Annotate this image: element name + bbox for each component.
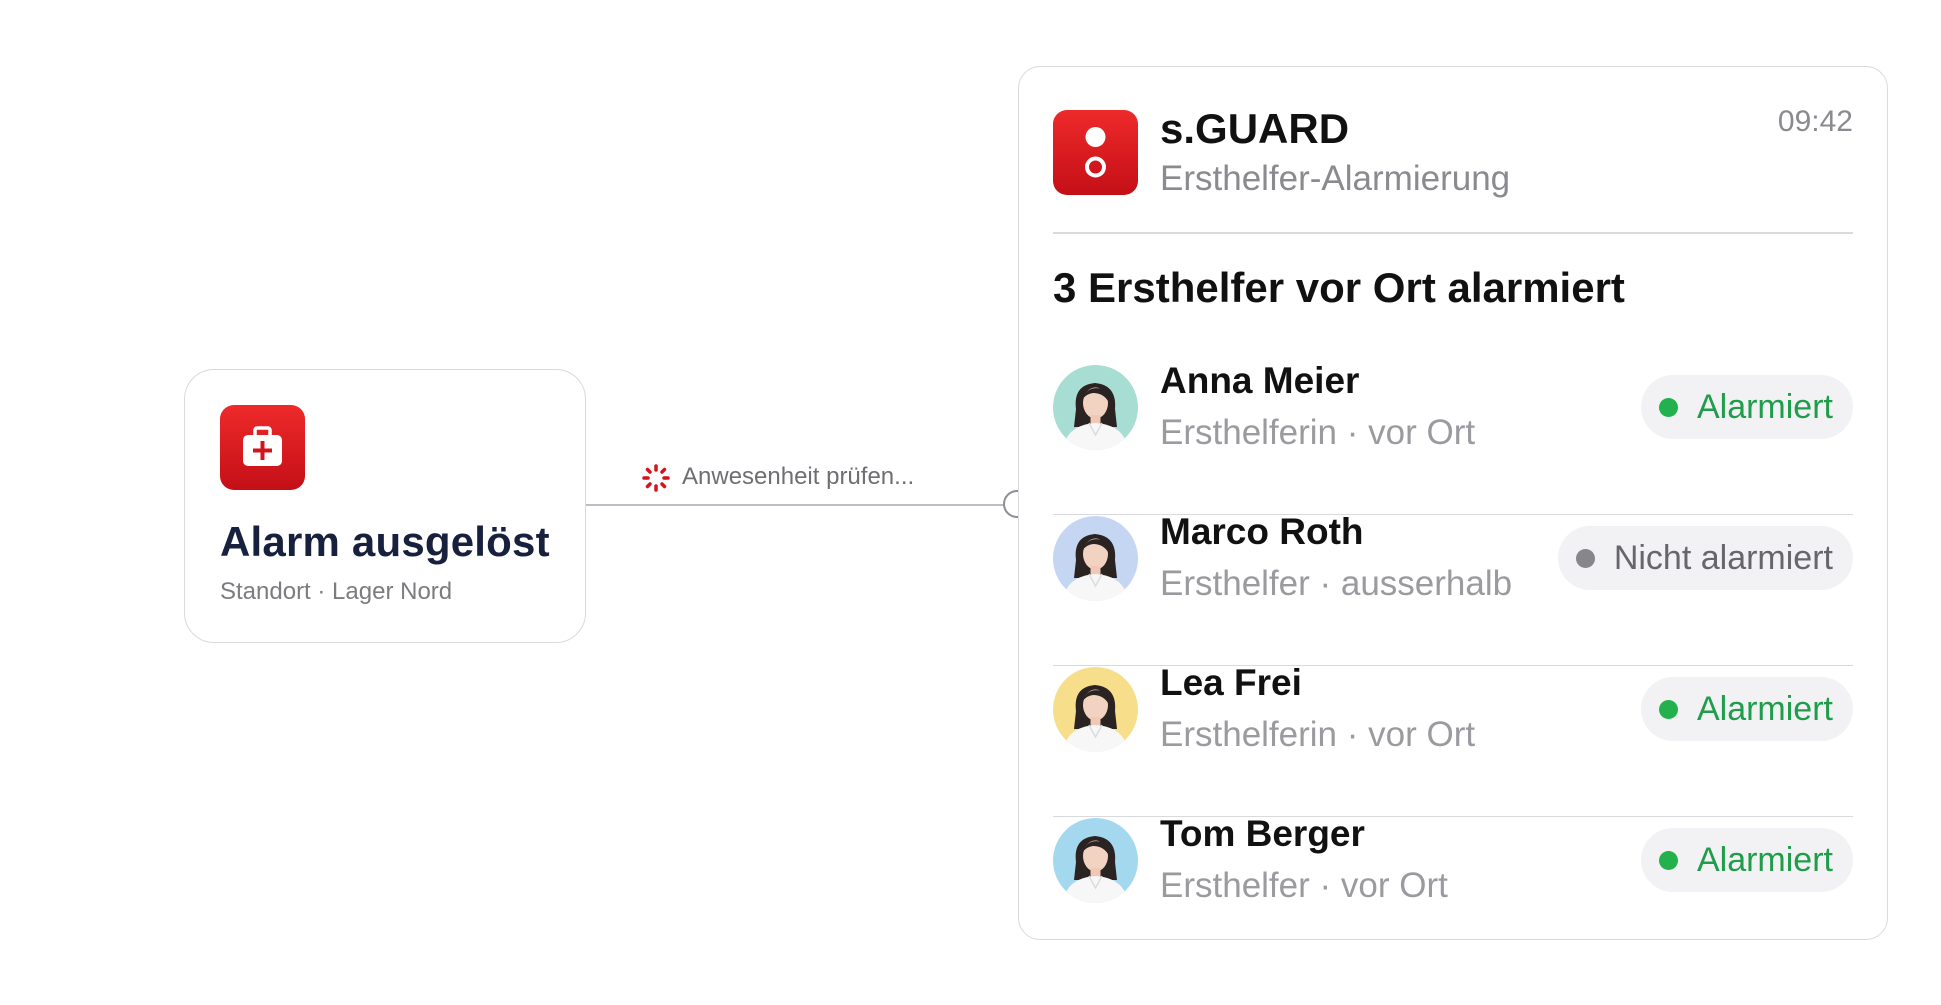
alert-summary-heading: 3 Ersthelfer vor Ort alarmiert	[1053, 264, 1625, 311]
notification-panel: s.GUARD Ersthelfer-Alarmierung 09:42 3 E…	[1018, 66, 1888, 940]
avatar	[1053, 516, 1138, 601]
first-aider-role: Ersthelferin · vor Ort	[1160, 715, 1476, 754]
first-aider-role: Ersthelfer · vor Ort	[1160, 866, 1448, 905]
connector-line	[586, 504, 1008, 506]
status-badge: Alarmiert	[1640, 375, 1853, 439]
avatar	[1053, 818, 1138, 903]
trigger-title: Alarm ausgelöst	[220, 518, 550, 565]
status-label: Alarmiert	[1696, 388, 1833, 426]
first-aider-name: Lea Frei	[1160, 662, 1302, 703]
first-aider-name: Marco Roth	[1160, 511, 1364, 552]
first-aider-role: Ersthelfer · ausserhalb	[1160, 564, 1513, 603]
header-divider	[1053, 232, 1853, 234]
status-badge: Nicht alarmiert	[1557, 526, 1853, 590]
first-aider-name: Anna Meier	[1160, 360, 1360, 401]
avatar	[1053, 667, 1138, 752]
row-divider	[1053, 664, 1853, 666]
app-subtitle: Ersthelfer-Alarmierung	[1160, 159, 1511, 198]
loading-spinner-icon	[642, 464, 670, 492]
app-name: s.GUARD	[1160, 105, 1350, 152]
row-divider	[1053, 513, 1853, 515]
status-dot-icon	[1658, 398, 1678, 417]
sguard-app-icon	[1053, 110, 1138, 195]
row-divider	[1053, 815, 1853, 817]
status-dot-icon	[1658, 851, 1678, 870]
alarm-trigger-card[interactable]: Alarm ausgelöst Standort · Lager Nord	[184, 369, 586, 643]
trigger-location: Standort · Lager Nord	[220, 578, 453, 605]
first-aider-role: Ersthelferin · vor Ort	[1160, 413, 1476, 452]
status-dot-icon	[1575, 549, 1595, 568]
notification-time: 09:42	[1777, 105, 1853, 138]
status-dot-icon	[1658, 700, 1678, 719]
status-label: Alarmiert	[1696, 690, 1833, 728]
status-badge: Alarmiert	[1640, 828, 1853, 892]
status-badge: Alarmiert	[1640, 677, 1853, 741]
first-aider-name: Tom Berger	[1160, 813, 1365, 854]
avatar	[1053, 365, 1138, 450]
status-label: Alarmiert	[1696, 841, 1833, 879]
first-aid-kit-icon	[220, 405, 305, 490]
status-label: Nicht alarmiert	[1613, 539, 1833, 577]
connector-status-label: Anwesenheit prüfen...	[682, 463, 915, 490]
